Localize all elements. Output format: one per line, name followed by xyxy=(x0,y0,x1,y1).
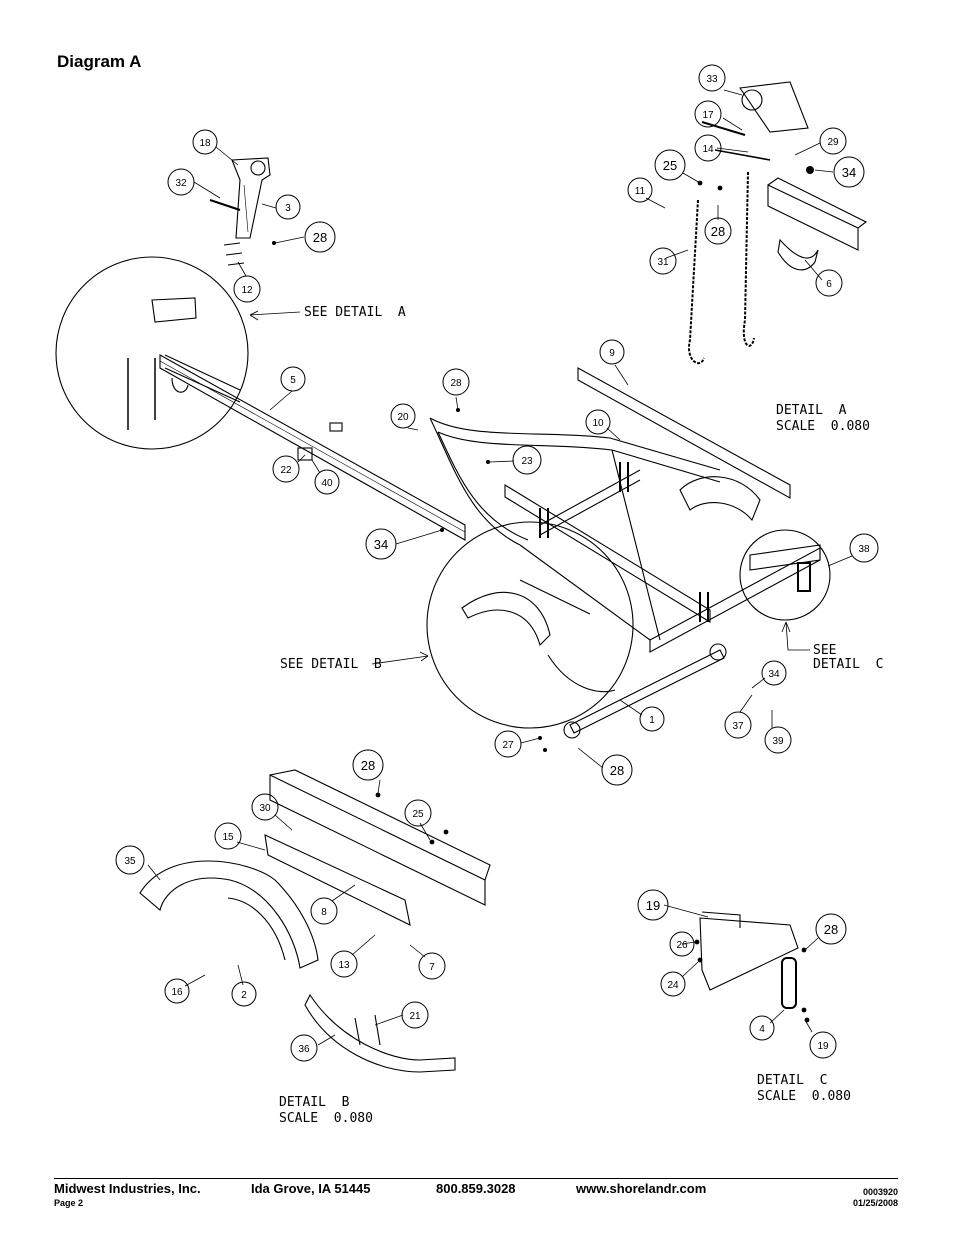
footer-city: Ida Grove, IA 51445 xyxy=(251,1181,371,1196)
detail-b-exploded xyxy=(139,769,491,1073)
detail-captions: SEE DETAIL A SEE DETAIL B SEE DETAIL C D… xyxy=(279,305,883,1126)
callout-35: 35 xyxy=(124,856,136,867)
callout-31: 31 xyxy=(657,257,669,268)
callout-30: 30 xyxy=(259,803,271,814)
callout-40: 40 xyxy=(321,478,333,489)
detail-a-caption-line2: SCALE 0.080 xyxy=(776,419,870,434)
callout-11: 11 xyxy=(635,186,646,197)
see-detail-c-line1: SEE xyxy=(813,643,836,658)
detail-a-parts xyxy=(688,81,868,365)
detail-b-caption-line1: DETAIL B xyxy=(279,1095,350,1110)
see-detail-a: SEE DETAIL A xyxy=(304,305,406,320)
callout-38: 38 xyxy=(858,544,870,555)
hardware-dots xyxy=(272,166,814,1023)
callout-9: 9 xyxy=(609,348,615,359)
callout-25: 25 xyxy=(412,809,424,820)
callout-36: 36 xyxy=(298,1044,310,1055)
detail-c-circle xyxy=(739,529,831,621)
footer-divider xyxy=(54,1178,898,1179)
callout-34: 34 xyxy=(768,669,780,680)
detail-c-caption-line1: DETAIL C xyxy=(757,1073,827,1088)
callout-39: 39 xyxy=(772,736,784,747)
callout-10: 10 xyxy=(592,418,604,429)
footer-phone: 800.859.3028 xyxy=(436,1181,516,1196)
callout-23: 23 xyxy=(521,456,533,467)
callout-21: 21 xyxy=(409,1011,421,1022)
footer-date: 01/25/2008 xyxy=(852,1198,898,1208)
detail-c-exploded xyxy=(699,911,799,1009)
see-detail-c-line2: DETAIL C xyxy=(813,657,883,672)
see-detail-b: SEE DETAIL B xyxy=(280,657,382,672)
callout-28: 28 xyxy=(313,230,327,245)
callout-13: 13 xyxy=(338,960,350,971)
callout-6: 6 xyxy=(826,279,832,290)
callout-19: 19 xyxy=(646,898,660,913)
callout-28: 28 xyxy=(824,922,838,937)
detail-c-caption-line2: SCALE 0.080 xyxy=(757,1089,851,1104)
detail-a-circle xyxy=(55,256,249,450)
callout-25: 25 xyxy=(663,158,677,173)
callout-7: 7 xyxy=(429,962,435,973)
callout-29: 29 xyxy=(827,137,839,148)
callout-22: 22 xyxy=(280,465,292,476)
detail-reference-arrows xyxy=(249,310,810,665)
callout-1: 1 xyxy=(649,715,655,726)
callout-27: 27 xyxy=(502,740,514,751)
footer-doc-number: 0003920 xyxy=(862,1187,898,1197)
callout-15: 15 xyxy=(222,832,234,843)
callout-17: 17 xyxy=(702,110,714,121)
footer-website: www.shorelandr.com xyxy=(576,1181,707,1196)
callout-28: 28 xyxy=(610,763,624,778)
callout-20: 20 xyxy=(397,412,409,423)
callout-37: 37 xyxy=(732,721,744,732)
winch-stand xyxy=(209,157,271,266)
callout-28: 28 xyxy=(711,224,725,239)
exploded-parts-diagram: 18 32 3 28 12 5 22 40 34 20 28 23 10 9 3… xyxy=(55,64,883,1126)
callout-14: 14 xyxy=(702,144,714,155)
callout-5: 5 xyxy=(290,375,296,386)
callout-18: 18 xyxy=(199,138,211,149)
page-title: Diagram A xyxy=(57,52,142,71)
callout-bubbles xyxy=(115,64,879,1062)
callout-16: 16 xyxy=(171,987,183,998)
callout-28: 28 xyxy=(450,378,462,389)
callout-28: 28 xyxy=(361,758,375,773)
trailer-frame xyxy=(159,354,821,739)
detail-b-caption-line2: SCALE 0.080 xyxy=(279,1111,373,1126)
callout-33: 33 xyxy=(706,74,718,85)
callout-24: 24 xyxy=(667,980,679,991)
callout-numbers: 18 32 3 28 12 5 22 40 34 20 28 23 10 9 3… xyxy=(124,74,870,1055)
callout-34: 34 xyxy=(842,165,856,180)
callout-12: 12 xyxy=(241,285,253,296)
callout-34: 34 xyxy=(374,537,388,552)
callout-8: 8 xyxy=(321,907,327,918)
callout-4: 4 xyxy=(759,1024,765,1035)
footer-page-number: Page 2 xyxy=(54,1198,84,1208)
callout-3: 3 xyxy=(285,203,291,214)
callout-26: 26 xyxy=(676,940,688,951)
detail-b-circle xyxy=(426,521,634,729)
callout-2: 2 xyxy=(241,990,247,1001)
callout-19: 19 xyxy=(817,1041,829,1052)
callout-32: 32 xyxy=(175,178,187,189)
footer-company: Midwest Industries, Inc. xyxy=(54,1181,201,1196)
detail-a-caption-line1: DETAIL A xyxy=(776,403,847,418)
